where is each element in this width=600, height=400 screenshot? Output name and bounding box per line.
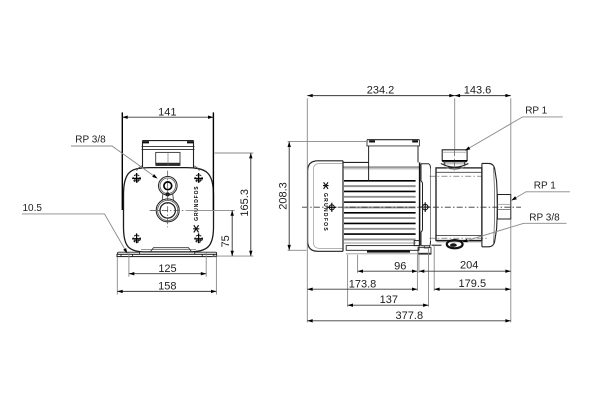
svg-text:137: 137 [380, 294, 398, 306]
svg-text:234.2: 234.2 [367, 85, 395, 97]
svg-text:141: 141 [158, 107, 176, 119]
svg-text:143.6: 143.6 [464, 85, 492, 97]
svg-text:RP 1: RP 1 [534, 180, 556, 191]
svg-text:165.3: 165.3 [239, 189, 251, 217]
svg-text:RP 3/8: RP 3/8 [529, 213, 560, 224]
svg-text:GRUNDFOS: GRUNDFOS [194, 185, 200, 220]
svg-text:179.5: 179.5 [459, 278, 487, 290]
svg-text:96: 96 [394, 260, 406, 272]
svg-text:10.5: 10.5 [23, 203, 43, 214]
svg-text:GRUNDFOS: GRUNDFOS [322, 193, 328, 232]
svg-text:173.8: 173.8 [349, 278, 377, 290]
svg-text:377.8: 377.8 [396, 310, 424, 322]
svg-text:208.3: 208.3 [277, 182, 289, 210]
svg-text:125: 125 [158, 263, 176, 275]
svg-text:204: 204 [460, 260, 478, 272]
svg-text:75: 75 [220, 235, 232, 247]
svg-text:RP 1: RP 1 [525, 106, 547, 117]
svg-text:158: 158 [158, 280, 176, 292]
svg-text:RP 3/8: RP 3/8 [75, 135, 106, 146]
